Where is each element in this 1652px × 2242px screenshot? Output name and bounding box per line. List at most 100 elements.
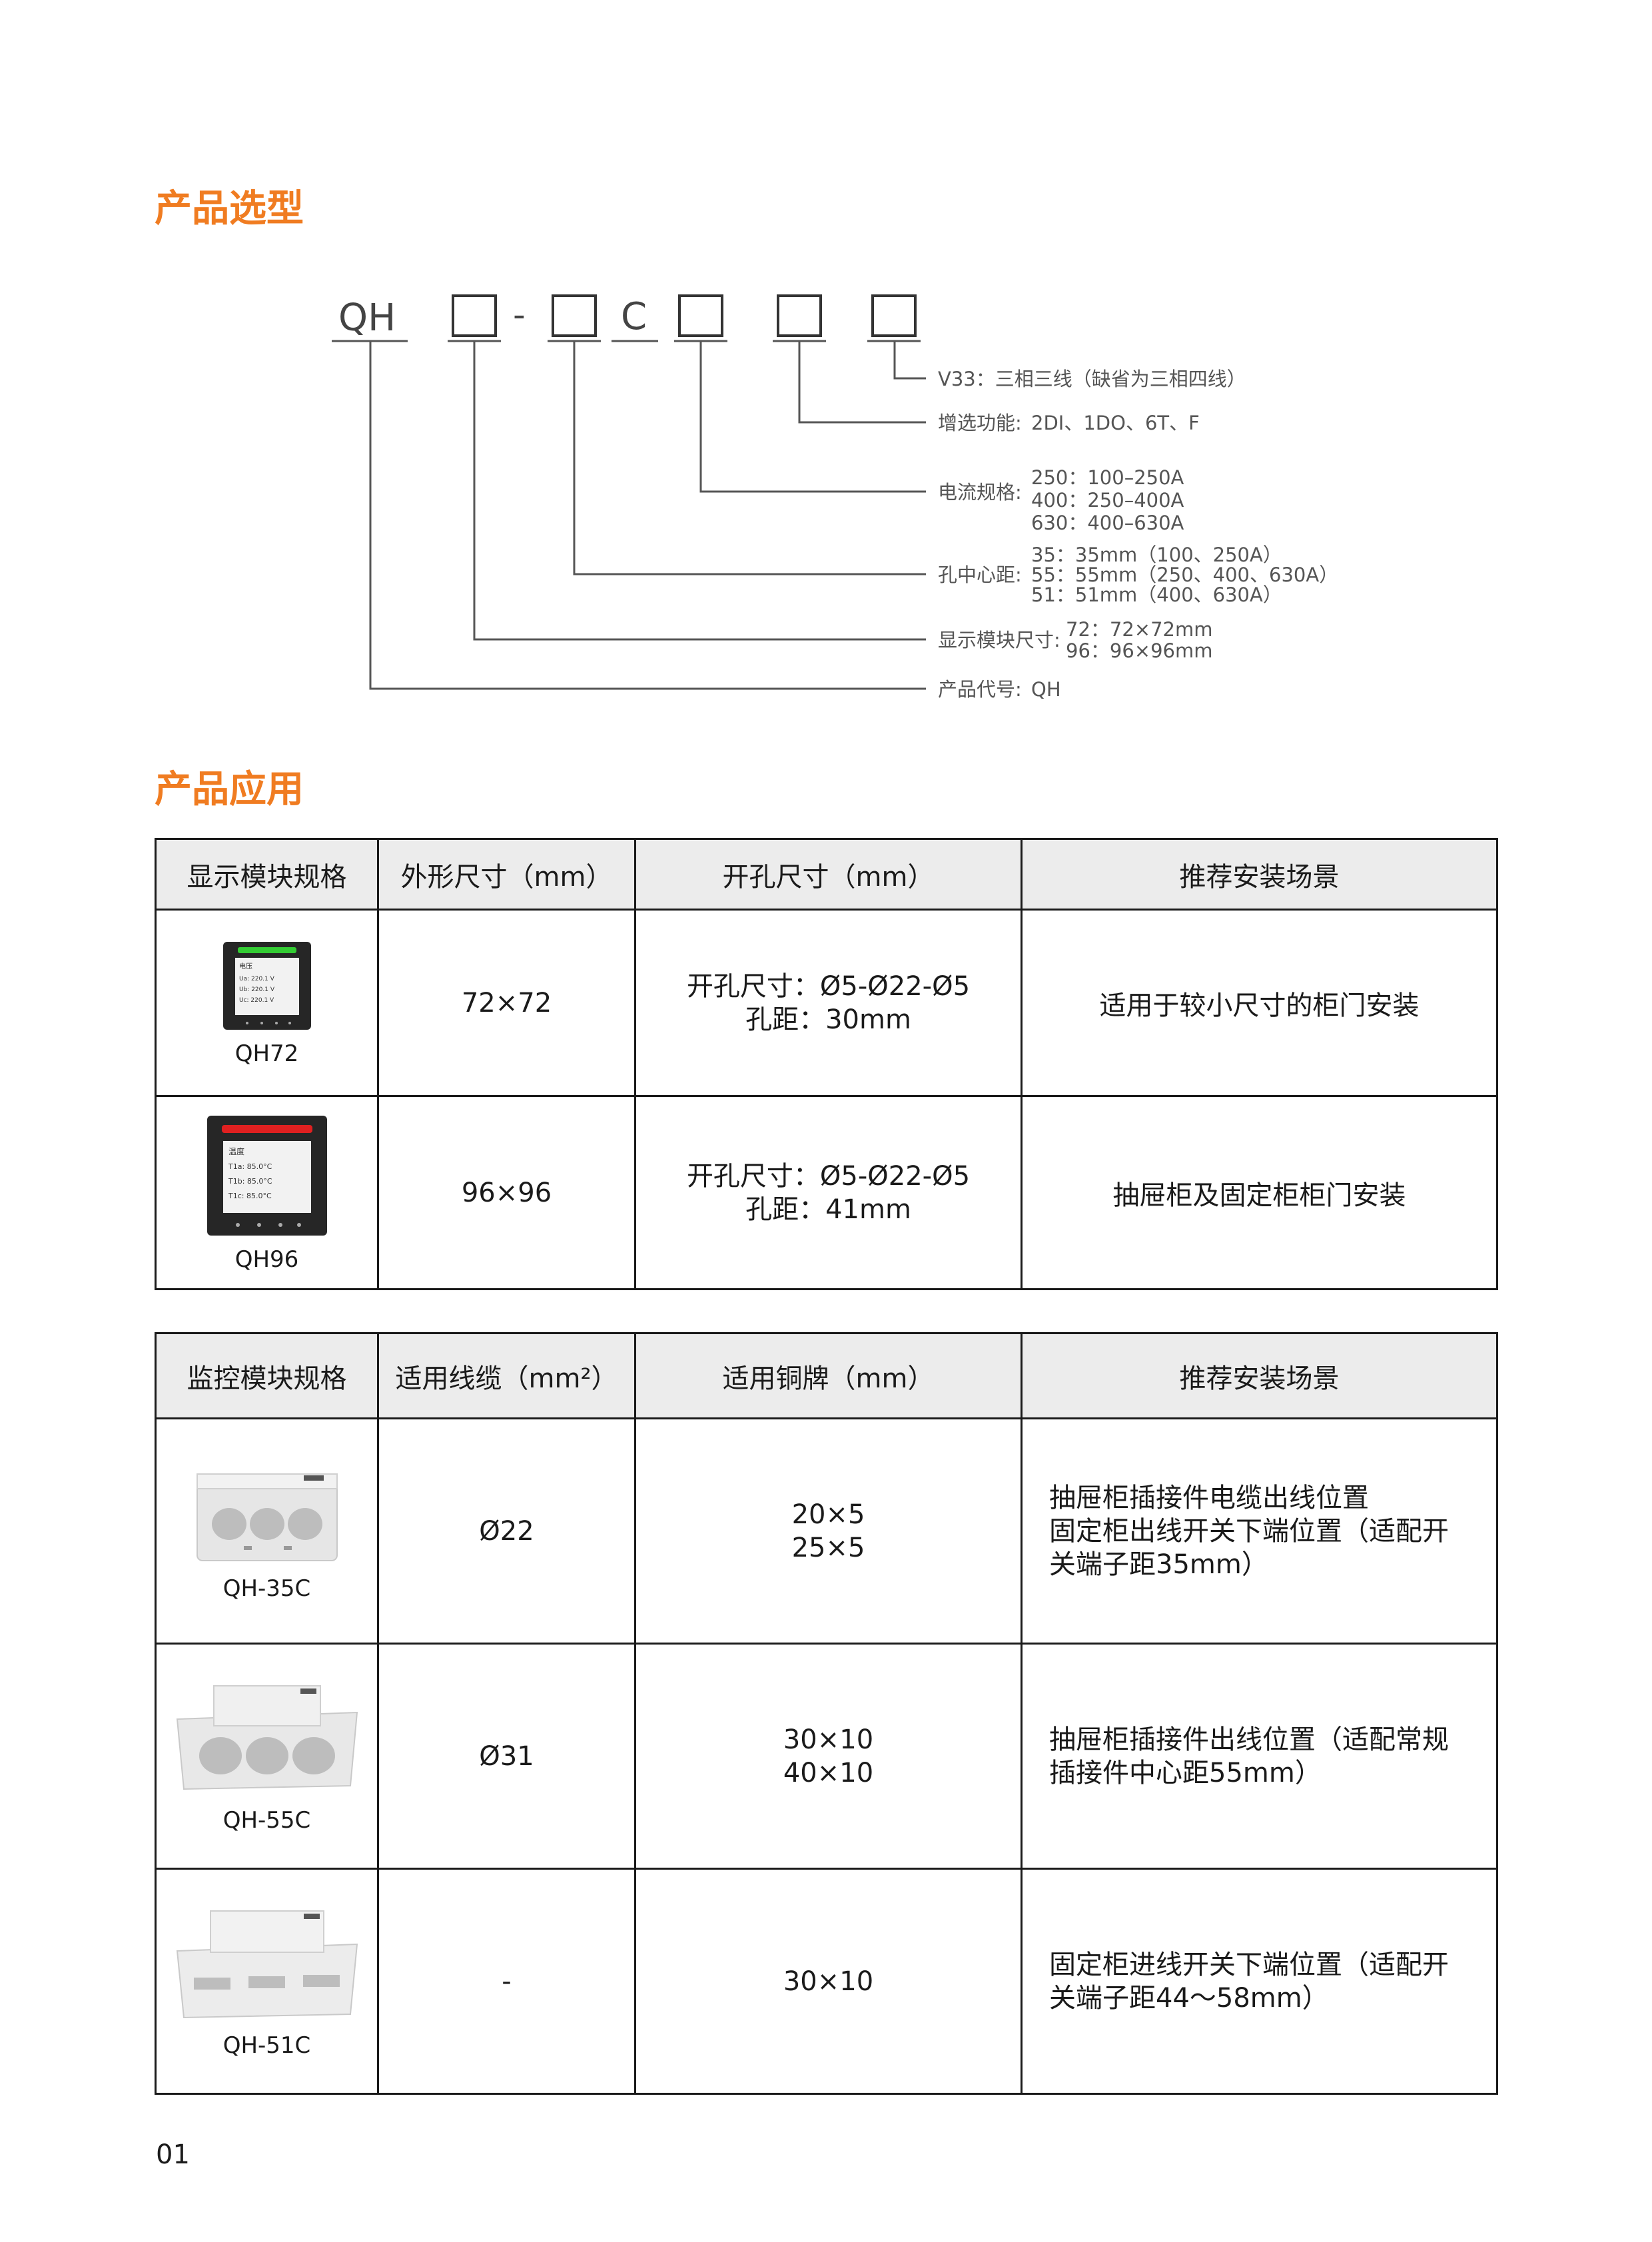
size-cell: 72×72 [377, 909, 636, 1097]
header-cell: 适用线缆（mm²） [377, 1332, 636, 1419]
qh-35c-module-image [196, 1473, 338, 1561]
cutout-line: 开孔尺寸：Ø5-Ø22-Ø5 [686, 970, 971, 1002]
header-cell: 开孔尺寸（mm） [634, 838, 1023, 911]
leader-hole [573, 341, 926, 575]
table-row: QH-55C Ø31 30×10 40×10 抽屉柜插接件出线位置（适配常规 插… [155, 1643, 1498, 1870]
qh96-display-image: 温度 T1a: 85.0°C T1b: 85.0°C T1c: 85.0°C [206, 1115, 327, 1236]
code-box-2 [552, 294, 597, 337]
option-value-hole: 35：35mm（100、250A） [1031, 544, 1282, 566]
scene-line: 固定柜出线开关下端位置（适配开 [1049, 1515, 1449, 1547]
option-value-current: 630：400–630A [1031, 512, 1184, 534]
section-title-application: 产品应用 [155, 768, 304, 811]
scene-line: 插接件中心距55mm） [1049, 1757, 1322, 1788]
table-header-row: 显示模块规格 外形尺寸（mm） 开孔尺寸（mm） 推荐安装场景 [155, 838, 1498, 911]
option-label-current: 电流规格: [938, 481, 1022, 504]
scene-cell: 抽屉柜插接件出线位置（适配常规 插接件中心距55mm） [1021, 1643, 1498, 1870]
page-number: 01 [156, 2139, 190, 2170]
product-cell: QH-51C [155, 1868, 379, 2095]
svg-text:T1a: 85.0°C: T1a: 85.0°C [228, 1162, 272, 1171]
code-c-letter: C [621, 295, 647, 338]
display-module-table: 显示模块规格 外形尺寸（mm） 开孔尺寸（mm） 推荐安装场景 电压 Ua: 2… [155, 838, 1498, 1290]
busbar-line: 30×10 [783, 1966, 874, 1997]
scene-line: 关端子距35mm） [1049, 1549, 1268, 1580]
option-value-function: 2DI、1DO、6T、F [1031, 412, 1200, 434]
table-row: 电压 Ua: 220.1 V Ub: 220.1 V Uc: 220.1 V Q… [155, 909, 1498, 1097]
busbar-line: 30×10 [783, 1724, 874, 1755]
header-cell: 监控模块规格 [155, 1332, 379, 1419]
code-box-4 [777, 294, 822, 337]
cutout-line: 开孔尺寸：Ø5-Ø22-Ø5 [686, 1160, 971, 1192]
scene-cell: 抽屉柜插接件电缆出线位置 固定柜出线开关下端位置（适配开 关端子距35mm） [1021, 1417, 1498, 1645]
option-label-display: 显示模块尺寸: [938, 629, 1060, 651]
header-cell: 推荐安装场景 [1021, 1332, 1498, 1419]
leader-code [369, 341, 926, 690]
option-label-v33: V33：三相三线（缺省为三相四线） [938, 368, 1246, 390]
option-value-display: 96：96×96mm [1066, 639, 1213, 662]
product-cell: 温度 T1a: 85.0°C T1b: 85.0°C T1c: 85.0°C Q… [155, 1095, 379, 1290]
cutout-cell: 开孔尺寸：Ø5-Ø22-Ø5 孔距：41mm [634, 1095, 1023, 1290]
cable-cell: - [377, 1868, 636, 2095]
monitor-module-table: 监控模块规格 适用线缆（mm²） 适用铜牌（mm） 推荐安装场景 QH-35C … [155, 1332, 1498, 2095]
busbar-line: 25×5 [791, 1532, 865, 1563]
svg-text:Ub: 220.1 V: Ub: 220.1 V [239, 986, 275, 993]
busbar-cell: 30×10 40×10 [634, 1643, 1023, 1870]
option-value-current: 250：100–250A [1031, 466, 1184, 489]
product-model-label: QH-55C [222, 1806, 311, 1834]
table-row: QH-51C - 30×10 固定柜进线开关下端位置（适配开 关端子距44～58… [155, 1868, 1498, 2095]
header-cell: 外形尺寸（mm） [377, 838, 636, 911]
busbar-cell: 30×10 [634, 1868, 1023, 2095]
size-cell: 96×96 [377, 1095, 636, 1290]
svg-text:Ua: 220.1 V: Ua: 220.1 V [239, 976, 275, 982]
scene-line: 抽屉柜插接件电缆出线位置 [1049, 1482, 1369, 1513]
cable-cell: Ø31 [377, 1643, 636, 1870]
product-cell: 电压 Ua: 220.1 V Ub: 220.1 V Uc: 220.1 V Q… [155, 909, 379, 1097]
scene-line: 固定柜进线开关下端位置（适配开 [1049, 1949, 1449, 1980]
svg-text:Uc: 220.1 V: Uc: 220.1 V [239, 997, 274, 1004]
svg-text:电压: 电压 [239, 962, 252, 970]
code-box-5 [871, 294, 917, 337]
svg-text:T1c: 85.0°C: T1c: 85.0°C [228, 1192, 272, 1200]
table-header-row: 监控模块规格 适用线缆（mm²） 适用铜牌（mm） 推荐安装场景 [155, 1332, 1498, 1419]
busbar-line: 20×5 [791, 1499, 865, 1530]
option-value-current: 400：250–400A [1031, 489, 1184, 512]
qh-51c-module-image [176, 1910, 358, 2018]
option-value-code: QH [1031, 678, 1061, 701]
product-model-label: QH96 [234, 1246, 299, 1273]
option-value-display: 72：72×72mm [1066, 618, 1213, 641]
header-cell: 推荐安装场景 [1021, 838, 1498, 911]
product-model-label: QH-35C [222, 1575, 311, 1602]
scene-line: 关端子距44～58mm） [1049, 1982, 1329, 2014]
qh72-display-image: 电压 Ua: 220.1 V Ub: 220.1 V Uc: 220.1 V [222, 941, 311, 1030]
qh-55c-module-image [176, 1684, 358, 1790]
svg-text:T1b: 85.0°C: T1b: 85.0°C [228, 1177, 272, 1186]
leader-function [798, 341, 926, 424]
code-dash: - [513, 295, 526, 335]
table-row: QH-35C Ø22 20×5 25×5 抽屉柜插接件电缆出线位置 固定柜出线开… [155, 1417, 1498, 1645]
cable-cell: Ø22 [377, 1417, 636, 1645]
option-value-hole: 51：51mm（400、630A） [1031, 583, 1282, 606]
section-title-selection: 产品选型 [155, 187, 304, 230]
option-label-function: 增选功能: [938, 412, 1022, 434]
option-value-hole: 55：55mm（250、400、630A） [1031, 563, 1338, 586]
code-box-3 [678, 294, 723, 337]
scene-cell: 抽屉柜及固定柜柜门安装 [1021, 1095, 1498, 1290]
model-code-diagram: QH - C V33：三相三线（缺省为三相四线） 增选功能: 2DI、1DO、6… [332, 294, 1338, 701]
code-prefix: QH [338, 296, 396, 340]
busbar-line: 40×10 [783, 1757, 874, 1788]
product-model-label: QH72 [234, 1040, 299, 1067]
product-cell: QH-55C [155, 1643, 379, 1870]
svg-text:温度: 温度 [228, 1146, 244, 1156]
scene-line: 抽屉柜插接件出线位置（适配常规 [1049, 1724, 1449, 1755]
cutout-line: 孔距：41mm [745, 1194, 911, 1225]
cutout-line: 孔距：30mm [745, 1004, 911, 1035]
code-box-1 [452, 294, 497, 337]
cutout-cell: 开孔尺寸：Ø5-Ø22-Ø5 孔距：30mm [634, 909, 1023, 1097]
header-cell: 显示模块规格 [155, 838, 379, 911]
scene-cell: 适用于较小尺寸的柜门安装 [1021, 909, 1498, 1097]
product-cell: QH-35C [155, 1417, 379, 1645]
option-label-hole: 孔中心距: [938, 563, 1022, 586]
header-cell: 适用铜牌（mm） [634, 1332, 1023, 1419]
option-label-code: 产品代号: [938, 678, 1022, 701]
product-model-label: QH-51C [222, 2032, 311, 2059]
table-row: 温度 T1a: 85.0°C T1b: 85.0°C T1c: 85.0°C Q… [155, 1095, 1498, 1290]
